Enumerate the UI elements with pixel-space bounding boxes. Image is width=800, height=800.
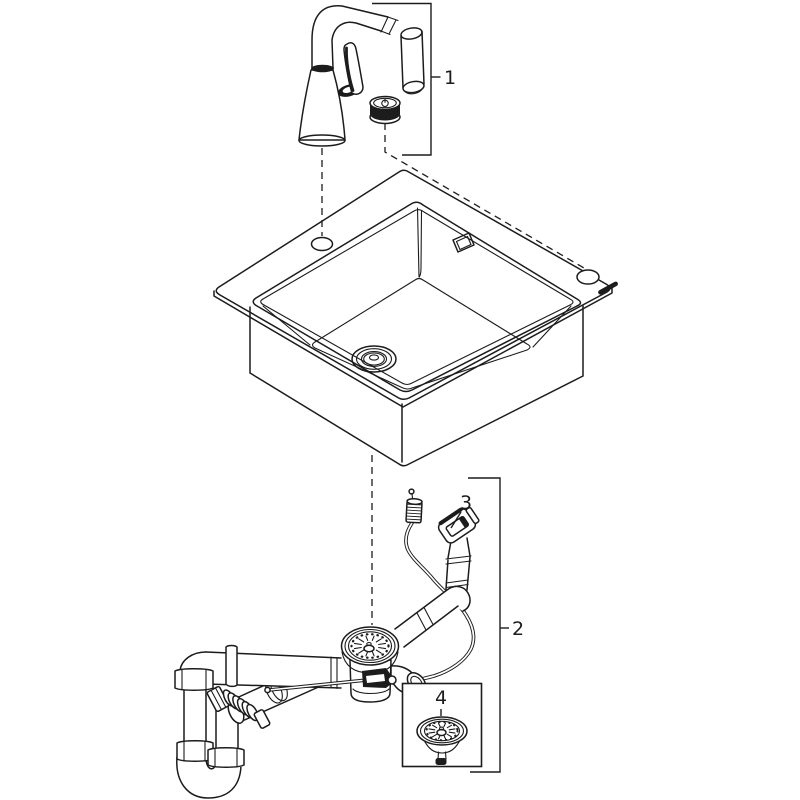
overflow-neck <box>447 537 471 559</box>
handle-lever <box>343 42 364 95</box>
strainer-flange <box>340 626 400 674</box>
callout-1: 1 <box>372 2 456 156</box>
handle-edge <box>345 46 355 92</box>
trap-pipe-assembly <box>174 644 342 799</box>
strainer-slots <box>353 635 387 657</box>
inset-box-strainer: 4 <box>401 682 483 768</box>
faucet-base <box>298 134 346 147</box>
horizontal-pipe-ring <box>225 644 238 688</box>
spray-aerator <box>403 87 424 95</box>
trap-left-leg <box>183 688 207 746</box>
overflow-pipe <box>394 589 459 648</box>
sink-rim-inner-1 <box>252 201 582 393</box>
overflow-pipe-bands <box>416 606 434 631</box>
cable-eyelet <box>437 506 480 544</box>
callout-1-bracket <box>372 2 432 156</box>
standpipe-collar <box>445 555 472 589</box>
callout-4-label: 4 <box>435 687 447 709</box>
spout-joint-ring <box>380 16 399 36</box>
faucet-body <box>298 69 346 141</box>
corrugated-hose <box>206 685 271 729</box>
callout-3-label: 3 <box>460 492 472 514</box>
strainer-holes <box>350 633 390 659</box>
sink-rim-inner-2 <box>260 209 574 386</box>
select-button-power-icon <box>381 98 389 108</box>
select-button <box>369 95 401 125</box>
trap-nut-right-lower <box>207 747 245 768</box>
callout-1-label: 1 <box>444 67 456 89</box>
overflow-cable-assembly <box>392 488 480 684</box>
cable-clamp <box>264 668 397 694</box>
overflow-elbow <box>446 585 471 612</box>
faucet-mount-hole <box>310 236 334 252</box>
cable-end-fitting <box>405 488 423 524</box>
bowl-back-corner-edge <box>416 207 423 278</box>
pullout-spray-head <box>400 27 425 95</box>
bowl-right-corner-edge <box>532 305 572 348</box>
faucet-handle <box>337 42 364 97</box>
callout-3: 3 <box>450 492 472 529</box>
bowl-left-corner-edge <box>262 305 311 346</box>
sink-rim-edge <box>213 287 613 408</box>
faucet <box>298 5 425 147</box>
strainer-basket <box>416 716 468 765</box>
trap-nut-upper <box>174 668 214 691</box>
bowl-drain-hole <box>351 345 397 373</box>
select-button-mount-hole <box>576 269 600 285</box>
basket-slots <box>428 722 456 740</box>
callout-3-tick <box>450 511 462 529</box>
sink <box>213 169 618 467</box>
callout-2: 2 <box>468 477 524 773</box>
button-alignment-dash <box>384 123 585 269</box>
callout-2-bracket <box>468 477 501 773</box>
sink-rim-outer <box>215 169 611 401</box>
sink-body-walls <box>249 305 584 467</box>
brand-logo-badge-icon <box>598 281 618 295</box>
faucet-spout <box>311 5 389 69</box>
basket-holes <box>425 720 459 742</box>
callout-2-label: 2 <box>512 618 524 640</box>
waste-body <box>264 626 427 703</box>
bowl-floor <box>311 277 531 390</box>
overflow-slot <box>452 232 475 253</box>
faucet-neck-ring <box>311 64 334 73</box>
